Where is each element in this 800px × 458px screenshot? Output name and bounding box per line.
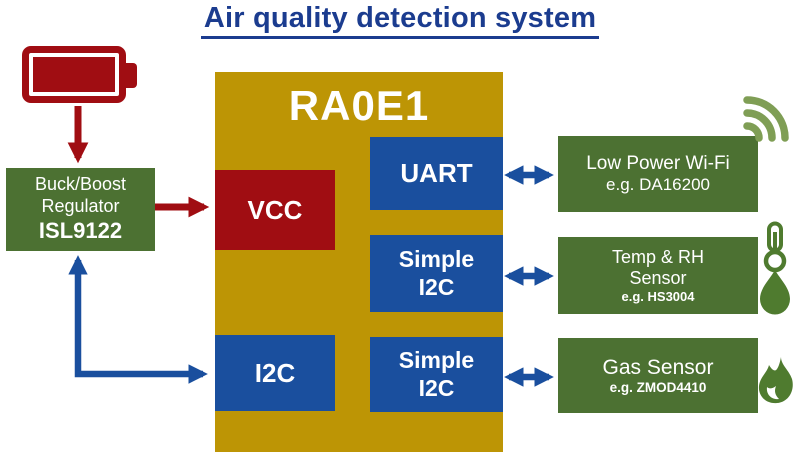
regulator-line1: Buck/Boost	[34, 174, 127, 195]
water-droplet-icon	[760, 270, 790, 315]
temp-sensor-name-line2: Sensor	[629, 267, 687, 288]
page-title-text: Air quality detection system	[200, 2, 600, 39]
gas-sensor-name: Gas Sensor	[602, 355, 714, 379]
regulator-box: Buck/Boost Regulator ISL9122	[6, 168, 155, 251]
flame-icon	[758, 357, 793, 404]
uart-port-box: UART	[370, 137, 503, 210]
simple-i2c-bottom-line1: Simple	[398, 346, 475, 373]
simple-i2c-top-line1: Simple	[398, 245, 475, 272]
page-title: Air quality detection system	[0, 2, 800, 39]
temp-sensor-part: e.g. HS3004	[621, 289, 695, 305]
gas-sensor-box: Gas Sensor e.g. ZMOD4410	[558, 338, 758, 413]
vcc-port-box: VCC	[215, 170, 335, 250]
gas-sensor-part: e.g. ZMOD4410	[609, 380, 707, 395]
wifi-signal-icon	[743, 96, 789, 142]
arrow-regulator-i2c-bidirectional	[68, 255, 208, 384]
thermometer-icon	[763, 221, 787, 273]
battery-body	[22, 46, 126, 103]
wifi-module-box: Low Power Wi-Fi e.g. DA16200	[558, 136, 758, 212]
regulator-line2: Regulator	[41, 196, 120, 217]
uart-label: UART	[400, 158, 473, 188]
temp-sensor-name-line1: Temp & RH	[611, 246, 705, 267]
simple-i2c-top-line2: I2C	[418, 273, 455, 300]
vcc-label: VCC	[247, 194, 303, 225]
battery-terminal	[126, 63, 137, 88]
simple-i2c-bottom-line2: I2C	[418, 374, 455, 401]
simple-i2c-bottom-box: Simple I2C	[370, 337, 503, 412]
i2c-port-box: I2C	[215, 335, 335, 411]
i2c-label: I2C	[254, 357, 296, 388]
temp-rh-sensor-box: Temp & RH Sensor e.g. HS3004	[558, 237, 758, 314]
simple-i2c-top-box: Simple I2C	[370, 235, 503, 312]
wifi-module-name: Low Power Wi-Fi	[586, 153, 730, 174]
wifi-module-part: e.g. DA16200	[606, 175, 710, 194]
regulator-part-number: ISL9122	[38, 218, 123, 244]
mcu-label: RA0E1	[288, 82, 430, 129]
battery-fill	[33, 57, 115, 92]
